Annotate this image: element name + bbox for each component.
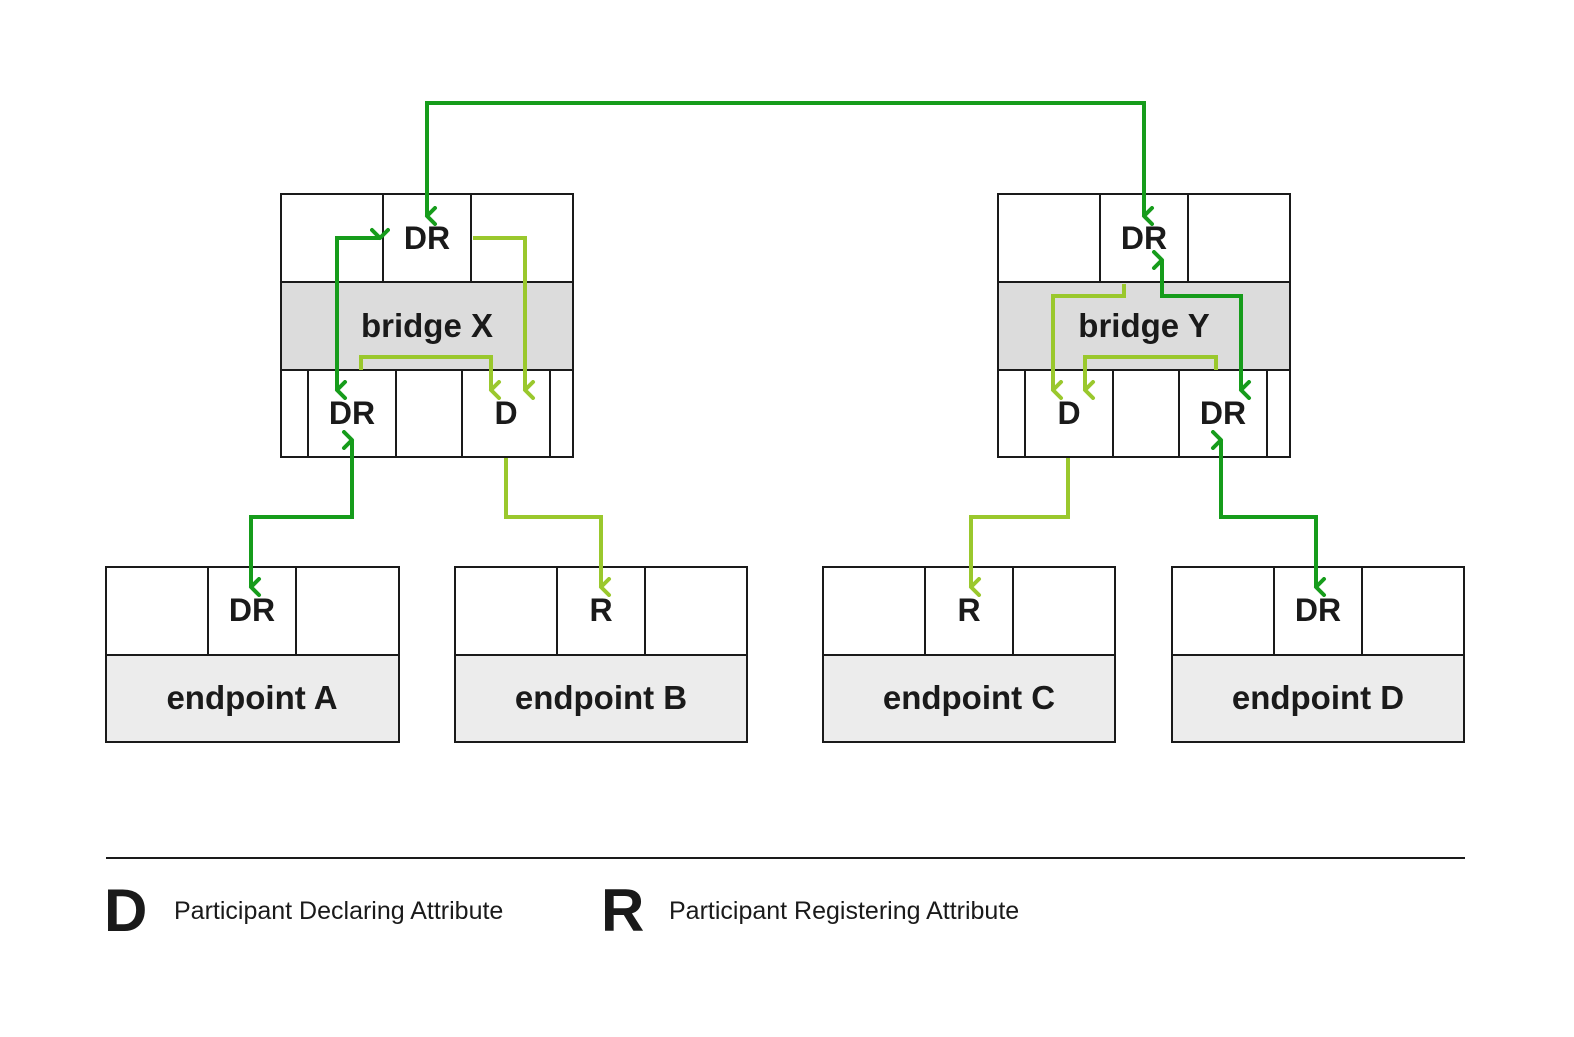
connector-bridge-y-to-endpoint-d (1211, 430, 1326, 597)
bridge-y-title: bridge Y (1078, 307, 1209, 344)
endpoint-d: DR endpoint D (1171, 566, 1465, 743)
endpoint-d-title: endpoint D (1232, 679, 1404, 716)
endpoint-c-band (822, 654, 1116, 743)
bridge-x-top-port-label: DR (404, 220, 450, 256)
endpoint-c-title: endpoint C (883, 679, 1055, 716)
legend-registering-text: Participant Registering Attribute (669, 897, 1019, 925)
connector-bridge-x-to-bridge-y (425, 101, 1154, 226)
bridge-y-port-right-label: DR (1200, 395, 1246, 431)
connector-bridge-x-left-port-to-right-port (359, 355, 501, 400)
endpoint-a-title: endpoint A (166, 679, 337, 716)
endpoint-b-band (454, 654, 748, 743)
bridge-x-title: bridge X (361, 307, 493, 344)
legend: D Participant Declaring Attribute R Part… (104, 857, 1465, 944)
connector-bridge-x-to-endpoint-a (249, 430, 354, 597)
bridge-x: DR bridge X DR D (280, 193, 574, 458)
legend-registering-letter: R (601, 877, 644, 944)
bridge-y-port-left (1024, 369, 1114, 458)
connector-bridge-x-left-port-to-top-port (335, 228, 390, 400)
connectors (249, 101, 1326, 597)
connector-bridge-y-to-endpoint-c (969, 458, 1070, 597)
connector-bridge-y-top-port-to-left-port (1051, 284, 1126, 400)
bridge-x-port-right-label: D (494, 395, 517, 431)
bridge-y-port-left-label: D (1057, 395, 1080, 431)
endpoint-a-port-label: DR (229, 592, 275, 628)
endpoint-c-port-label: R (957, 592, 980, 628)
bridge-x-port-left-label: DR (329, 395, 375, 431)
connector-bridge-y-right-port-to-top-port (1152, 250, 1251, 400)
endpoint-a: DR endpoint A (105, 566, 400, 743)
endpoint-a-band (105, 654, 400, 743)
endpoint-b: R endpoint B (454, 566, 748, 743)
endpoint-c: R endpoint C (822, 566, 1116, 743)
bridge-x-port-right (461, 369, 551, 458)
legend-declaring-text: Participant Declaring Attribute (174, 897, 503, 925)
bridge-y-top-port-label: DR (1121, 220, 1167, 256)
legend-declaring-letter: D (104, 877, 147, 944)
bridge-y: DR bridge Y D DR (997, 193, 1291, 458)
connector-bridge-x-top-port-to-right-port (473, 236, 535, 400)
endpoint-b-title: endpoint B (515, 679, 687, 716)
connector-bridge-x-to-endpoint-b (504, 458, 611, 597)
endpoint-b-port-label: R (589, 592, 612, 628)
endpoint-d-port-label: DR (1295, 592, 1341, 628)
